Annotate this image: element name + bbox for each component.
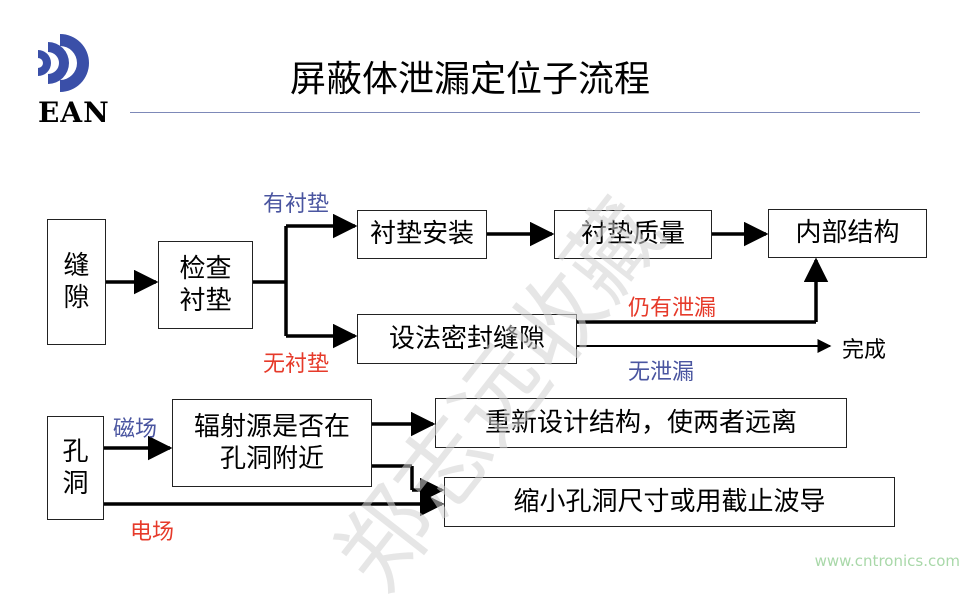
box-shrink-hole: 缩小孔洞尺寸或用截止波导 (444, 477, 895, 527)
box-internal-structure: 内部结构 (768, 209, 927, 258)
label-no-leak: 无泄漏 (628, 360, 695, 385)
box-hole: 孔洞 (47, 416, 104, 520)
site-watermark: www.cntronics.com (814, 552, 960, 570)
label-has-gasket: 有衬垫 (263, 192, 330, 217)
logo-text: EAN (38, 96, 110, 129)
label-no-gasket: 无衬垫 (263, 352, 330, 377)
box-radiation-source: 辐射源是否在孔洞附近 (172, 399, 372, 487)
logo-icon (38, 34, 89, 92)
page-title: 屏蔽体泄漏定位子流程 (290, 59, 651, 100)
box-gap: 缝隙 (47, 219, 106, 345)
label-done: 完成 (842, 338, 887, 363)
box-seal-gap: 设法密封缝隙 (357, 314, 577, 364)
title-divider (130, 112, 920, 113)
box-check-gasket: 检查衬垫 (158, 241, 253, 329)
label-still-leaking: 仍有泄漏 (628, 296, 717, 321)
label-magnetic-field: 磁场 (113, 417, 158, 442)
box-gasket-install: 衬垫安装 (357, 210, 487, 259)
box-gasket-quality: 衬垫质量 (554, 210, 712, 259)
flow-connectors (104, 213, 832, 517)
box-redesign: 重新设计结构，使两者远离 (435, 398, 847, 448)
label-electric-field: 电场 (130, 520, 175, 545)
